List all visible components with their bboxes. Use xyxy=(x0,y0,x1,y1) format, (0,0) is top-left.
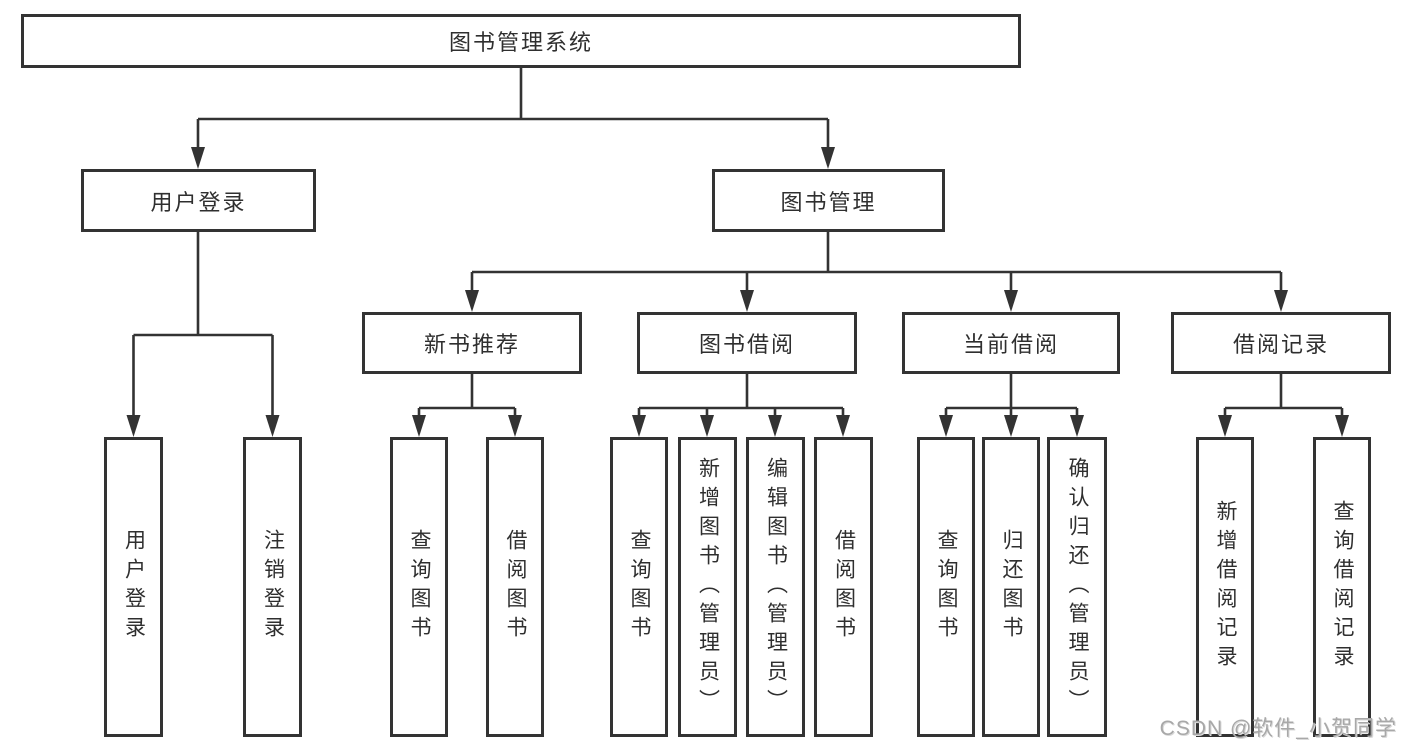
csdn-watermark: CSDN @软件_小贺同学 xyxy=(1159,717,1397,740)
node-book-management: 图书管理 xyxy=(712,169,945,232)
leaf-borrow-books: 借阅图书 xyxy=(814,437,873,737)
leaf-borrow-books-recommend: 借阅图书 xyxy=(486,437,544,737)
node-library-management-system: 图书管理系统 xyxy=(21,14,1021,68)
leaf-query-books-recommend: 查询图书 xyxy=(390,437,448,737)
node-current-borrowing: 当前借阅 xyxy=(902,312,1120,374)
leaf-confirm-return-admin: 确认归还（管理员） xyxy=(1047,437,1107,737)
leaf-return-books: 归还图书 xyxy=(982,437,1040,737)
leaf-add-borrow-record: 新增借阅记录 xyxy=(1196,437,1254,737)
leaf-add-book-admin: 新增图书（管理员） xyxy=(678,437,737,737)
leaf-edit-book-admin: 编辑图书（管理员） xyxy=(746,437,805,737)
arrowheads xyxy=(126,147,1349,437)
leaf-query-books-current: 查询图书 xyxy=(917,437,975,737)
node-borrowing-records: 借阅记录 xyxy=(1171,312,1391,374)
leaf-user-login: 用户登录 xyxy=(104,437,163,737)
leaf-logout: 注销登录 xyxy=(243,437,302,737)
leaf-query-books-borrowing: 查询图书 xyxy=(610,437,668,737)
node-user-login: 用户登录 xyxy=(81,169,316,232)
node-new-book-recommendation: 新书推荐 xyxy=(362,312,582,374)
node-book-borrowing: 图书借阅 xyxy=(637,312,857,374)
leaf-query-borrow-record: 查询借阅记录 xyxy=(1313,437,1371,737)
